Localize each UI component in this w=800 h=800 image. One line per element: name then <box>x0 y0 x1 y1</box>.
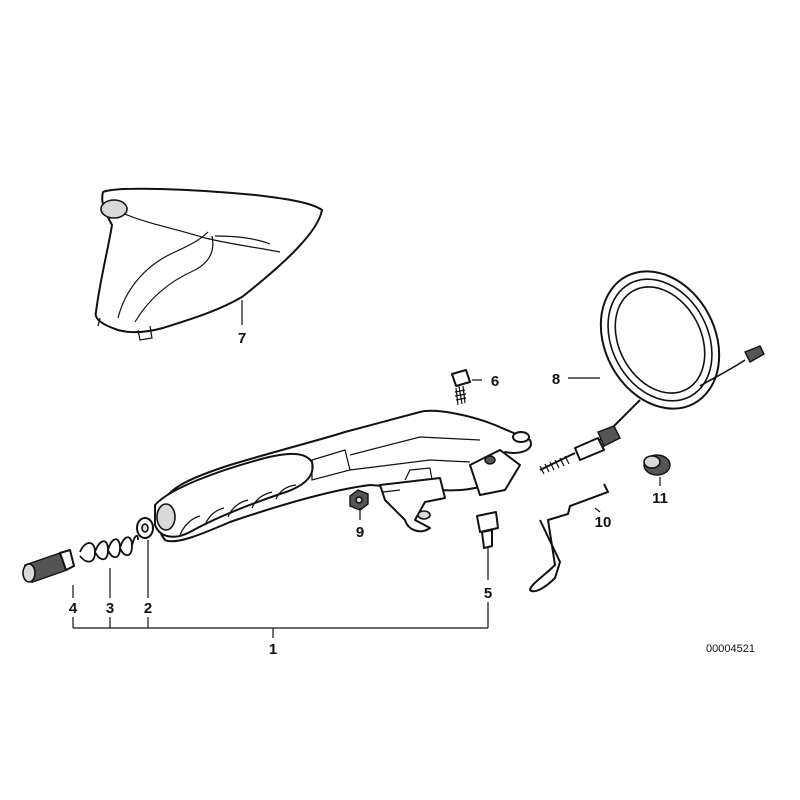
spring-clip <box>528 483 610 593</box>
handbrake-lever <box>154 409 532 543</box>
callout-5: 5 <box>484 585 492 602</box>
callout-4: 4 <box>69 600 78 617</box>
lever-boot-cover <box>94 187 323 341</box>
callout-9: 9 <box>356 524 364 541</box>
leader-lines <box>72 300 661 638</box>
callout-2: 2 <box>144 600 152 617</box>
callout-3: 3 <box>106 600 114 617</box>
release-button <box>22 549 75 583</box>
bolt <box>451 369 471 406</box>
callout-7: 7 <box>238 330 246 347</box>
grommet <box>643 454 671 476</box>
spring <box>79 534 139 563</box>
callout-8: 8 <box>552 371 560 388</box>
callout-10: 10 <box>595 514 612 531</box>
callout-1: 1 <box>269 641 277 658</box>
push-clip <box>476 511 499 560</box>
callout-labels: 7 6 8 9 10 11 5 4 3 2 1 <box>69 330 668 658</box>
callout-11: 11 <box>652 490 668 507</box>
washer <box>136 517 154 539</box>
handbrake-cable <box>539 270 765 475</box>
nut <box>349 489 369 511</box>
callout-6: 6 <box>491 373 499 390</box>
reference-number: 00004521 <box>706 643 755 655</box>
